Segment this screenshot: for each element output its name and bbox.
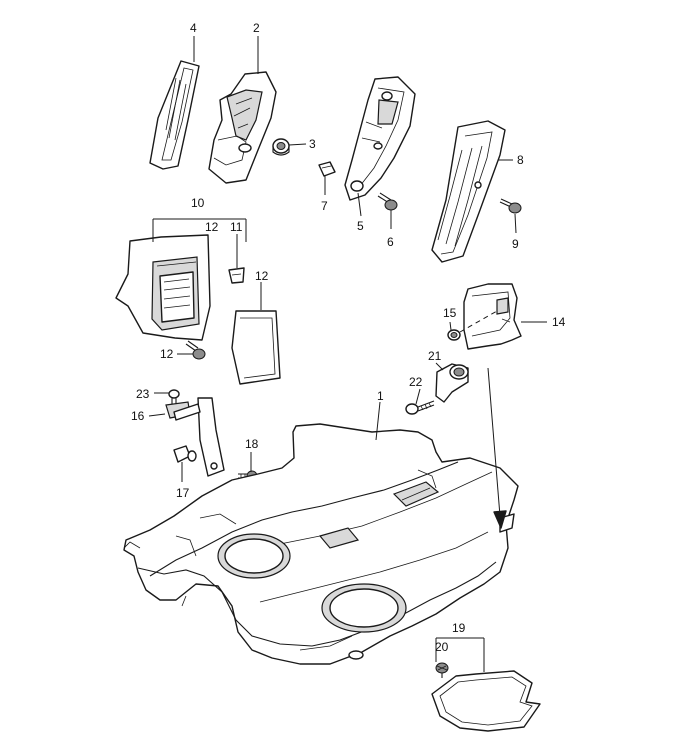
callout-5: 5 [357,219,364,233]
part-11-clip [228,267,245,284]
part-14-rear-trim [463,283,522,350]
part-3-nut [272,138,290,156]
part-21-duct [435,363,469,403]
callout-labels: 4 2 3 8 7 5 6 9 10 12 11 12 12 14 15 21 … [131,21,566,654]
part-5-pillar-bracket [344,76,416,201]
part-8-pillar-cover [431,120,506,263]
part-13-panel [231,310,281,385]
leader-lines [148,36,547,672]
part-17-clip [173,445,197,463]
part-6-screw [377,192,398,211]
part-12-screw [185,340,206,360]
part-1-floor-carpet [123,423,519,665]
callout-18: 18 [245,437,259,451]
callout-12-bottom: 12 [160,347,174,361]
callout-2: 2 [253,21,260,35]
callout-8: 8 [517,153,524,167]
callout-1: 1 [377,389,384,403]
callout-21: 21 [428,349,442,363]
part-7-clip [318,161,336,177]
callout-6: 6 [387,235,394,249]
callout-15: 15 [443,306,457,320]
callout-10: 10 [191,196,205,210]
callout-17: 17 [176,486,190,500]
callout-9: 9 [512,237,519,251]
part-23-pin [168,389,180,404]
callout-13: 12 [255,269,269,283]
callout-7: 7 [321,199,328,213]
callout-12-top: 12 [205,220,219,234]
part-10-side-panel [115,234,211,341]
part-20-fastener [435,662,449,678]
callout-23: 23 [136,387,150,401]
callout-19: 19 [452,621,466,635]
callout-4: 4 [190,21,197,35]
part-19-floor-mat [431,670,541,732]
callout-22: 22 [409,375,423,389]
callout-16: 16 [131,409,145,423]
callout-3: 3 [309,137,316,151]
part-22-screw [405,400,435,415]
callout-20: 20 [435,640,449,654]
assembly-line-15-14 [459,310,498,333]
part-4-trim-strip [149,60,200,170]
part-16-bracket [165,397,225,477]
callout-11: 11 [230,220,243,234]
part-2-pillar-trim [208,71,277,184]
part-9-screw [499,198,522,214]
part-15-nut [447,329,461,341]
callout-14: 14 [552,315,566,329]
